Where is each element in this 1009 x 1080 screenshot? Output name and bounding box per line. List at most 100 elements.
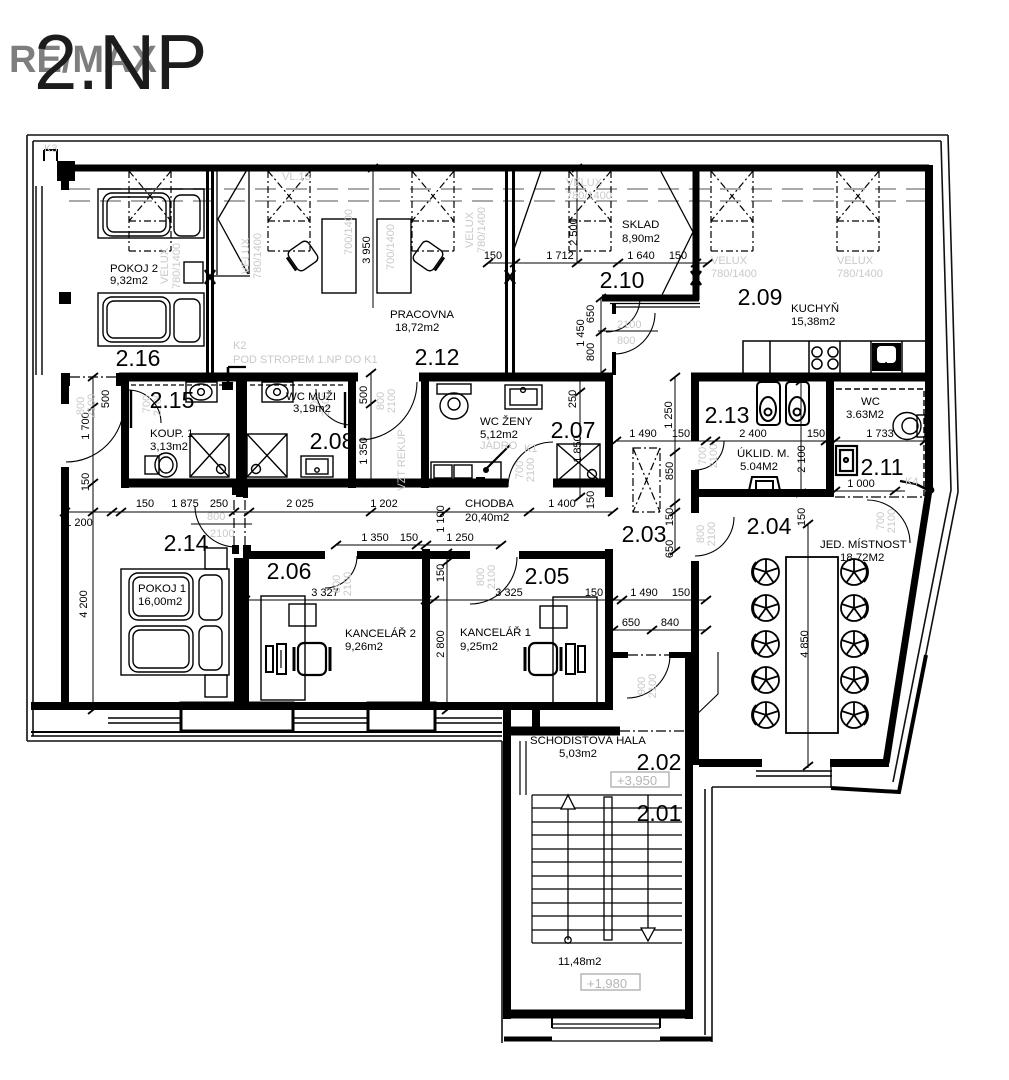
svg-text:+1,980: +1,980 <box>587 976 627 991</box>
svg-text:150: 150 <box>664 508 676 526</box>
svg-text:2.03: 2.03 <box>622 521 667 547</box>
svg-text:3 325: 3 325 <box>495 587 523 599</box>
svg-text:2.15: 2.15 <box>150 387 195 413</box>
svg-text:900: 900 <box>636 677 648 695</box>
svg-text:KOUP. 1: KOUP. 1 <box>150 428 193 440</box>
svg-text:150: 150 <box>484 250 502 262</box>
svg-text:700: 700 <box>141 395 153 413</box>
svg-text:800: 800 <box>585 343 597 361</box>
svg-text:POKOJ 2: POKOJ 2 <box>110 263 158 275</box>
svg-text:2100: 2100 <box>486 565 498 589</box>
svg-text:PRACOVNA: PRACOVNA <box>390 309 454 321</box>
svg-text:1 850: 1 850 <box>572 435 584 463</box>
svg-text:1 400: 1 400 <box>548 498 576 510</box>
svg-text:1 733: 1 733 <box>866 428 894 440</box>
svg-text:WC ŽENY: WC ŽENY <box>480 415 533 428</box>
svg-text:1 250: 1 250 <box>663 401 675 429</box>
svg-text:2.10: 2.10 <box>600 267 645 293</box>
svg-text:1 100: 1 100 <box>435 505 447 533</box>
svg-text:1 350: 1 350 <box>358 437 370 465</box>
svg-text:800: 800 <box>331 575 343 593</box>
svg-text:2100: 2100 <box>886 509 898 533</box>
svg-text:2.08: 2.08 <box>310 428 355 454</box>
svg-text:780/1400: 780/1400 <box>171 243 183 289</box>
svg-text:780/1400: 780/1400 <box>476 207 488 253</box>
svg-text:2 100: 2 100 <box>796 445 808 473</box>
svg-text:250: 250 <box>210 498 228 510</box>
svg-text:700: 700 <box>309 395 321 413</box>
svg-text:700: 700 <box>514 461 526 479</box>
svg-text:VELUX: VELUX <box>464 211 476 248</box>
svg-text:K3: K3 <box>44 143 57 155</box>
svg-text:VELUX: VELUX <box>159 247 171 284</box>
svg-text:150: 150 <box>796 508 808 526</box>
svg-text:JÁDRO: JÁDRO <box>480 439 518 452</box>
svg-text:VELUX: VELUX <box>240 237 252 274</box>
svg-text:2100: 2100 <box>647 674 659 698</box>
svg-text:1 350: 1 350 <box>361 532 389 544</box>
svg-text:700/1400: 700/1400 <box>385 224 397 270</box>
svg-text:ÚKLID. M.: ÚKLID. M. <box>737 447 790 460</box>
svg-text:150: 150 <box>80 473 92 491</box>
svg-text:800: 800 <box>695 525 707 543</box>
svg-text:650: 650 <box>664 540 676 558</box>
svg-text:VL.13: VL.13 <box>282 171 311 183</box>
svg-text:8,90m2: 8,90m2 <box>622 233 660 245</box>
svg-text:2.07: 2.07 <box>551 417 596 443</box>
svg-text:2100: 2100 <box>342 572 354 596</box>
svg-text:250: 250 <box>567 390 579 408</box>
svg-text:1 250: 1 250 <box>446 532 474 544</box>
svg-text:KUCHYŇ: KUCHYŇ <box>791 302 839 315</box>
svg-text:WC: WC <box>861 396 880 408</box>
svg-text:2100: 2100 <box>617 319 641 331</box>
svg-text:1 640: 1 640 <box>627 250 655 262</box>
svg-text:800: 800 <box>475 568 487 586</box>
svg-text:SCHODIŠŤOVÁ HALA: SCHODIŠŤOVÁ HALA <box>530 734 646 747</box>
svg-text:150: 150 <box>669 250 687 262</box>
svg-text:VELUX: VELUX <box>711 255 748 267</box>
svg-text:1 490: 1 490 <box>630 587 658 599</box>
svg-text:3,19m2: 3,19m2 <box>293 403 331 415</box>
svg-text:150: 150 <box>672 587 690 599</box>
svg-text:20,40m2: 20,40m2 <box>465 512 509 524</box>
svg-text:4 850: 4 850 <box>799 630 811 658</box>
svg-text:840: 840 <box>661 617 679 629</box>
svg-text:4 200: 4 200 <box>78 590 90 618</box>
svg-text:2100: 2100 <box>708 444 720 468</box>
svg-text:2100: 2100 <box>320 392 332 416</box>
svg-text:500: 500 <box>100 390 112 408</box>
svg-text:1 700: 1 700 <box>80 412 92 440</box>
svg-text:780/1400: 780/1400 <box>566 190 612 202</box>
svg-text:KANCELÁŘ 1: KANCELÁŘ 1 <box>460 626 531 639</box>
svg-text:VZT REKUP: VZT REKUP <box>396 429 408 491</box>
svg-text:9,32m2: 9,32m2 <box>110 275 148 287</box>
svg-text:2.01: 2.01 <box>637 800 682 826</box>
svg-text:2 025: 2 025 <box>286 498 314 510</box>
svg-text:2.16: 2.16 <box>116 345 161 371</box>
svg-text:150: 150 <box>435 564 447 582</box>
svg-text:2 400: 2 400 <box>739 428 767 440</box>
svg-text:2 800: 2 800 <box>435 630 447 658</box>
svg-text:800: 800 <box>207 511 225 523</box>
svg-text:1 000: 1 000 <box>847 478 875 490</box>
svg-text:1 712: 1 712 <box>546 250 574 262</box>
svg-text:SKLAD: SKLAD <box>622 219 659 231</box>
svg-text:POKOJ 1: POKOJ 1 <box>138 583 186 595</box>
svg-text:3.63M2: 3.63M2 <box>846 409 884 421</box>
svg-text:2.04: 2.04 <box>747 513 792 539</box>
svg-text:1 875: 1 875 <box>171 498 199 510</box>
svg-text:150: 150 <box>672 428 690 440</box>
svg-text:650: 650 <box>585 305 597 323</box>
svg-text:2100: 2100 <box>525 458 537 482</box>
svg-text:3 327: 3 327 <box>311 587 339 599</box>
svg-text:2100: 2100 <box>152 392 164 416</box>
svg-text:2.09: 2.09 <box>738 284 783 310</box>
svg-text:K1: K1 <box>524 443 537 455</box>
svg-text:1 490: 1 490 <box>629 428 657 440</box>
svg-text:9,25m2: 9,25m2 <box>460 641 498 653</box>
svg-text:9,26m2: 9,26m2 <box>345 641 383 653</box>
svg-text:2.11: 2.11 <box>860 454 903 480</box>
svg-text:JED. MÍSTNOST: JED. MÍSTNOST <box>820 538 907 551</box>
svg-text:2100: 2100 <box>86 394 98 418</box>
svg-text:2.13: 2.13 <box>705 402 750 428</box>
